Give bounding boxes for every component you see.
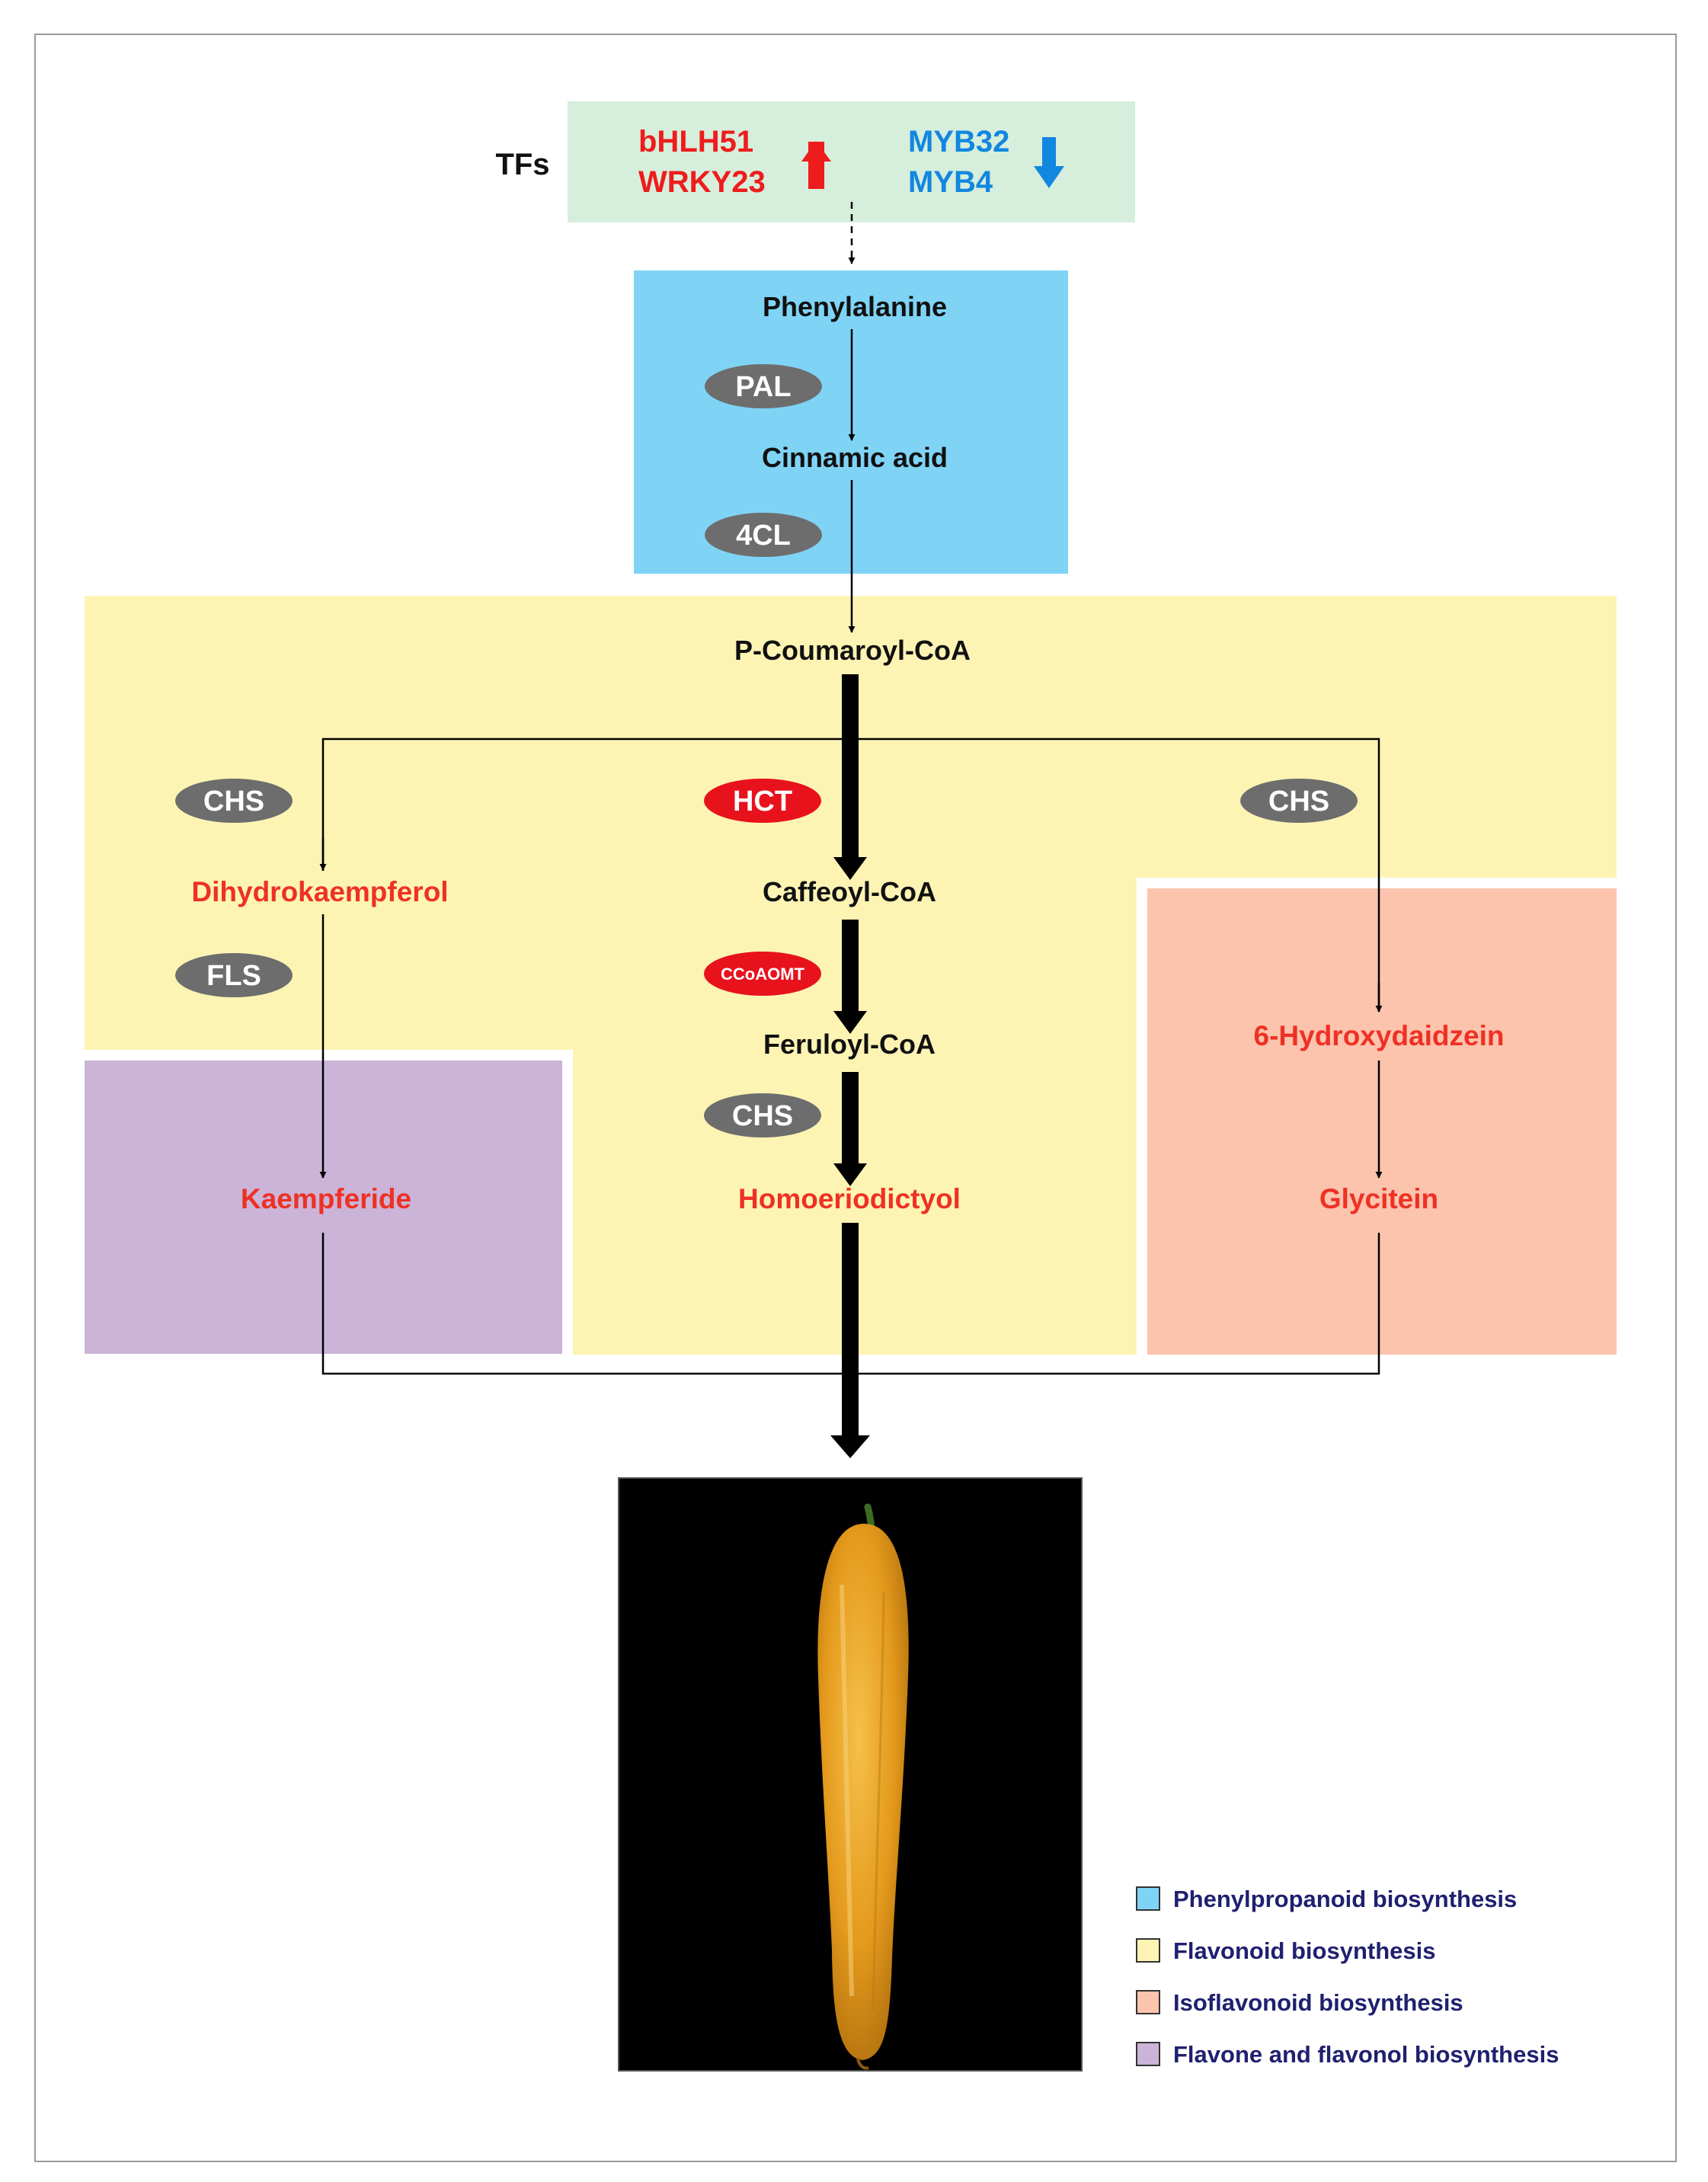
- thick-arrow-final-shaft: [842, 1223, 859, 1438]
- compound-glycitein: Glycitein: [1319, 1183, 1438, 1214]
- thick-arrow-chs-shaft: [842, 1072, 859, 1166]
- enzyme-ccoaomt: CCoAOMT: [704, 952, 821, 996]
- fruit-ridge: [872, 1592, 885, 2012]
- tf-up-gene-1: bHLH51: [638, 125, 753, 158]
- enzyme-chs-left-label: CHS: [203, 785, 264, 817]
- compound-dihydrokaempferol: Dihydrokaempferol: [191, 876, 448, 907]
- enzyme-hct: HCT: [704, 779, 821, 823]
- legend-swatch-isoflavonoid: [1136, 1990, 1160, 2014]
- legend-label-flavonoid: Flavonoid biosynthesis: [1173, 1937, 1436, 1964]
- down-arrow-icon-stem: [1042, 137, 1056, 170]
- thick-arrow-final-head: [830, 1435, 870, 1458]
- enzyme-fls-label: FLS: [206, 960, 261, 992]
- enzyme-pal-label: PAL: [735, 371, 791, 403]
- tfs-label: TFs: [495, 148, 549, 181]
- enzyme-chs-right-label: CHS: [1268, 785, 1329, 817]
- legend-swatch-phenylpropanoid: [1136, 1886, 1160, 1911]
- compound-kaempferide: Kaempferide: [241, 1183, 411, 1214]
- enzyme-4cl: 4CL: [705, 513, 822, 557]
- fruit-highlight: [840, 1584, 854, 1997]
- legend-swatch-flavone-flavonol: [1136, 2042, 1160, 2066]
- tf-down-gene-1: MYB32: [908, 125, 1009, 158]
- enzyme-ccoaomt-label: CCoAOMT: [721, 965, 805, 984]
- compound-p-coumaroyl-coa: P-Coumaroyl-CoA: [734, 635, 971, 666]
- compound-6-hydroxydaidzein: 6-Hydroxydaidzein: [1254, 1020, 1505, 1051]
- thick-arrow-hct-head: [833, 857, 867, 880]
- compound-cinnamic-acid: Cinnamic acid: [762, 442, 948, 473]
- down-arrow-icon: [1034, 166, 1064, 188]
- tf-up-gene-2: WRKY23: [638, 165, 766, 199]
- legend-label-phenylpropanoid: Phenylpropanoid biosynthesis: [1173, 1886, 1517, 1912]
- enzyme-hct-label: HCT: [733, 785, 792, 817]
- fruit-photo: [618, 1477, 1083, 2072]
- thick-arrow-ccoaomt-shaft: [842, 920, 859, 1014]
- isoflavonoid-region: [1147, 888, 1617, 1355]
- enzyme-chs-right: CHS: [1240, 779, 1358, 823]
- up-arrow-icon-stem: [809, 156, 823, 189]
- up-arrow-icon: [801, 141, 831, 162]
- enzyme-fls: FLS: [175, 953, 293, 997]
- enzyme-pal: PAL: [705, 364, 822, 408]
- thick-arrow-chs-head: [833, 1163, 867, 1186]
- compound-phenylalanine: Phenylalanine: [763, 291, 947, 322]
- compound-homoeriodictyol: Homoeriodictyol: [738, 1183, 961, 1214]
- compound-caffeoyl-coa: Caffeoyl-CoA: [763, 876, 936, 907]
- enzyme-4cl-label: 4CL: [736, 520, 791, 552]
- legend: Phenylpropanoid biosynthesis Flavonoid b…: [1136, 1886, 1559, 2068]
- tf-down-gene-2: MYB4: [908, 165, 993, 199]
- fruit-blossom-end: [856, 2058, 869, 2070]
- fruit-body: [817, 1524, 909, 2060]
- enzyme-chs-middle: CHS: [704, 1093, 821, 1137]
- compound-feruloyl-coa: Feruloyl-CoA: [763, 1029, 936, 1060]
- enzyme-chs-middle-label: CHS: [732, 1100, 793, 1132]
- enzyme-chs-left: CHS: [175, 779, 293, 823]
- legend-label-flavone-flavonol: Flavone and flavonol biosynthesis: [1173, 2041, 1559, 2068]
- legend-label-isoflavonoid: Isoflavonoid biosynthesis: [1173, 1989, 1463, 2016]
- thick-arrow-hct-shaft: [842, 674, 859, 860]
- legend-swatch-flavonoid: [1136, 1938, 1160, 1963]
- thick-arrow-ccoaomt-head: [833, 1011, 867, 1034]
